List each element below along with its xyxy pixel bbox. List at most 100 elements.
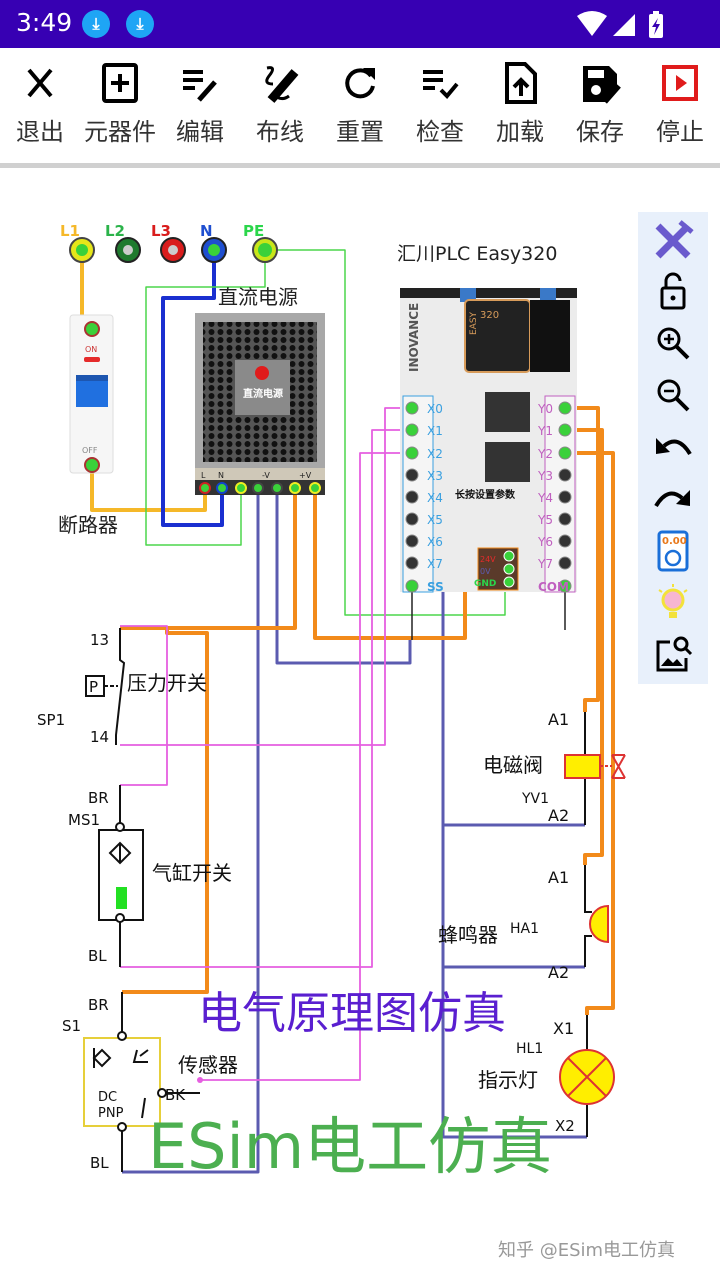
svg-text:0.00: 0.00 — [662, 536, 687, 547]
plc-terminal-y0[interactable] — [558, 401, 572, 415]
exit-button[interactable]: 退出 — [0, 62, 80, 147]
plc-terminal-label: X3 — [427, 469, 443, 483]
plc-terminal-x6[interactable] — [405, 534, 419, 548]
image-search-icon[interactable] — [650, 632, 696, 678]
terminal-label: L2 — [105, 222, 125, 240]
plc-terminal-label: X4 — [427, 491, 443, 505]
tools-icon[interactable] — [650, 218, 696, 264]
svg-text:ON: ON — [85, 345, 97, 354]
terminal-pe — [252, 237, 278, 263]
clock: 3:49 — [16, 8, 73, 37]
indicator-lamp-hl1 — [559, 1015, 615, 1137]
components-button[interactable]: 元器件 — [80, 62, 160, 147]
svg-text:L: L — [201, 471, 206, 480]
pressure-switch-sp1 — [85, 628, 126, 745]
terminal-label: PE — [243, 222, 264, 240]
plc-terminal-com[interactable] — [558, 579, 572, 593]
edit-button[interactable]: 编辑 — [160, 62, 240, 147]
wire-y2 — [565, 451, 615, 1015]
svg-text:指示灯: 指示灯 — [478, 1068, 538, 1092]
svg-text:传感器: 传感器 — [178, 1053, 238, 1077]
add-box-icon — [102, 63, 138, 103]
battery-charging-icon — [649, 11, 663, 38]
svg-text:HA1: HA1 — [510, 921, 539, 937]
plc-terminal-y6[interactable] — [558, 534, 572, 548]
plc-terminal-label: X2 — [427, 447, 443, 461]
reset-label: 重置 — [336, 118, 384, 146]
plc-terminal-x3[interactable] — [405, 468, 419, 482]
main-toolbar: 退出 元器件 编辑 布线 重置 检查 加载 保存 停止 — [0, 48, 720, 168]
edit-list-icon — [183, 70, 217, 102]
terminal-l2 — [115, 237, 141, 263]
plc-terminal-y7[interactable] — [558, 556, 572, 570]
wire-pe — [145, 250, 266, 546]
svg-text:OFF: OFF — [82, 446, 98, 455]
svg-text:BL: BL — [88, 947, 107, 965]
wire-24v — [313, 488, 505, 640]
svg-text:PNP: PNP — [98, 1106, 124, 1121]
terminal-l1 — [69, 237, 95, 263]
sensor-s1 — [83, 992, 200, 1172]
wire-y0 — [565, 406, 600, 712]
plc-title: 汇川PLC Easy320 — [397, 243, 557, 265]
plc-terminal-label: X6 — [427, 535, 443, 549]
multimeter-icon[interactable]: 0.00 — [650, 528, 696, 574]
redo-icon[interactable] — [650, 476, 696, 522]
svg-text:A1: A1 — [548, 710, 569, 729]
check-button[interactable]: 检查 — [400, 62, 480, 147]
terminal-l3 — [160, 237, 186, 263]
plc-terminal-x4[interactable] — [405, 490, 419, 504]
save-edit-icon — [583, 66, 621, 104]
svg-text:电磁阀: 电磁阀 — [483, 753, 543, 777]
load-label: 加载 — [496, 118, 544, 146]
breaker-label: 断路器 — [58, 513, 118, 537]
plc-terminal-y3[interactable] — [558, 468, 572, 482]
power-supply-face-label: 直流电源 — [243, 387, 283, 400]
plc-terminal-label: Y7 — [537, 557, 553, 571]
solenoid-valve-yv1 — [564, 712, 626, 825]
plc-terminal-x2[interactable] — [405, 446, 419, 460]
load-button[interactable]: 加载 — [480, 62, 560, 147]
svg-text:GND: GND — [474, 579, 496, 589]
plc-terminal-x7[interactable] — [405, 556, 419, 570]
wire-0v — [441, 565, 587, 1139]
zoom-out-icon[interactable] — [650, 372, 696, 418]
idea-bulb-icon[interactable] — [650, 580, 696, 626]
svg-text:BL: BL — [90, 1154, 109, 1172]
plc-terminal-y1[interactable] — [558, 423, 572, 437]
undo-icon[interactable] — [650, 424, 696, 470]
status-bar: 3:49 ⤓ ⤓ — [0, 0, 720, 48]
wire-ms1-br — [120, 625, 168, 786]
svg-text:气缸开关: 气缸开关 — [152, 861, 232, 885]
plc-terminal-y5[interactable] — [558, 512, 572, 526]
save-button[interactable]: 保存 — [560, 62, 640, 147]
plc-terminal-x0[interactable] — [405, 401, 419, 415]
stop-button[interactable]: 停止 — [640, 62, 720, 147]
edit-label: 编辑 — [176, 118, 224, 146]
plc-terminal-y4[interactable] — [558, 490, 572, 504]
svg-text:YV1: YV1 — [521, 791, 549, 807]
svg-text:BK: BK — [165, 1086, 186, 1104]
reset-button[interactable]: 重置 — [320, 62, 400, 147]
plc-terminal-label: Y1 — [537, 424, 553, 438]
svg-text:14: 14 — [90, 728, 109, 746]
svg-text:P: P — [89, 678, 98, 696]
refresh-icon — [345, 68, 375, 99]
plc-terminal-x5[interactable] — [405, 512, 419, 526]
svg-text:13: 13 — [90, 631, 109, 649]
check-label: 检查 — [416, 118, 464, 146]
plc-terminal-ss[interactable] — [405, 579, 419, 593]
wire-x2 — [200, 452, 412, 1081]
wire-0v — [275, 488, 412, 665]
wiring-label: 布线 — [256, 118, 304, 146]
plc-terminal-y2[interactable] — [558, 446, 572, 460]
wiring-button[interactable]: 布线 — [240, 62, 320, 147]
unlock-icon[interactable] — [650, 268, 696, 314]
stop-play-icon — [662, 65, 698, 101]
exit-label: 退出 — [16, 118, 64, 146]
terminal-label: N — [200, 222, 213, 240]
zoom-in-icon[interactable] — [650, 320, 696, 366]
wire-24v — [122, 628, 209, 994]
plc-terminal-x1[interactable] — [405, 423, 419, 437]
